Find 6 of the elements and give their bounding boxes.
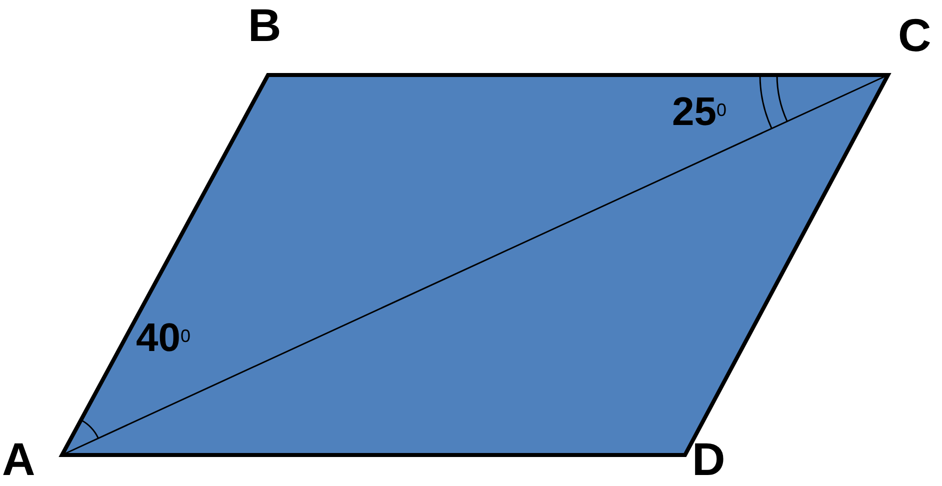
vertex-label: A [2,436,36,482]
vertex-label: C [898,12,932,58]
vertex-label: D [692,436,726,482]
angle-label: 25$^{0}$ [672,92,727,132]
angle-label: 40$^{0}$ [136,318,191,358]
vertex-label: B [248,2,282,48]
